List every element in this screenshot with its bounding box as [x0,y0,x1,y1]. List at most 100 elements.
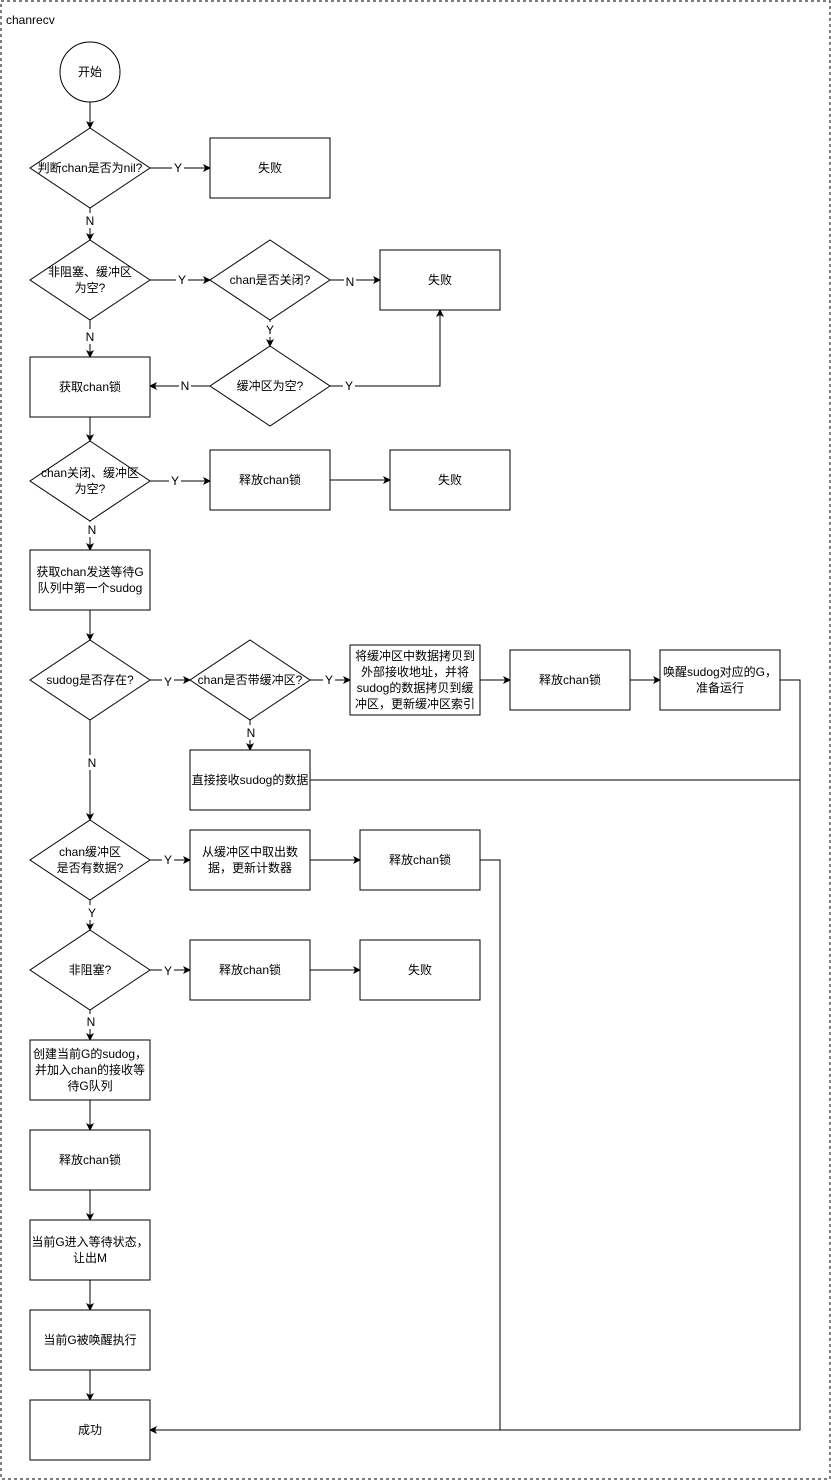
node-start: 开始 [59,41,121,103]
node-d-closed: chan是否关闭? [209,239,331,321]
edge-label-y: Y [325,673,333,687]
edge-label-n: N [346,275,355,289]
node-d-closed-empty: chan关闭、缓冲区为空? [29,440,151,522]
node-shape [29,1129,151,1191]
edge-label-n: N [181,379,190,393]
node-shape [189,939,311,1001]
edge-label-n: N [86,330,95,344]
node-shape [29,929,151,1011]
node-label: 非阻塞? [69,962,112,977]
node-d-nonblock: 非阻塞? [29,929,151,1011]
edge-label-bg [264,322,276,337]
edge-buf-empty-yes [330,309,444,387]
node-woken: 当前G被唤醒执行 [29,1309,151,1371]
edge-label-bg [162,674,174,689]
node-label: chan是否关闭? [230,273,311,287]
node-shape [29,127,151,209]
node-shape [359,939,481,1001]
edge-label-y: Y [171,474,179,488]
edge-label-bg [323,672,335,687]
node-shape [29,356,151,418]
node-label: 获取chan锁 [59,379,121,394]
edge-label-n: N [247,726,256,740]
node-wake-sudog: 唤醒sudog对应的G，准备运行 [659,649,781,711]
node-shape [29,1219,151,1281]
node-label: 直接接收sudog的数据 [192,772,309,787]
node-d-sudog-exists: sudog是否存在? [29,639,151,721]
node-unlock-1: 释放chan锁 [209,449,331,511]
node-label: 当前G被唤醒执行 [43,1332,136,1347]
node-unlock-5: 释放chan锁 [29,1129,151,1191]
edge-label-y: Y [164,964,172,978]
node-label: 缓冲区为空? [237,378,304,393]
edge-label-n: N [87,1015,96,1029]
node-shape [389,449,511,511]
edge-label-bg [86,522,98,537]
node-d-buf-empty: 缓冲区为空? [209,345,331,427]
node-fail-3: 失败 [389,449,511,511]
node-shape [29,639,151,721]
edge-label-bg [344,274,356,289]
edge-label-bg [343,378,355,393]
nodes-layer: 开始判断chan是否为nil?失败非阻塞、缓冲区为空?chan是否关闭?失败缓冲… [29,41,781,1461]
node-shape [379,249,501,311]
node-label: chan关闭、缓冲区为空? [41,465,139,496]
node-shape [659,649,781,711]
edge-label-bg [179,378,191,393]
node-label: 唤醒sudog对应的G，准备运行 [663,664,777,695]
node-label: 开始 [78,65,102,79]
node-fail-1: 失败 [209,137,331,199]
node-fail-2: 失败 [379,249,501,311]
node-label: chan是否带缓冲区? [198,672,303,687]
edge-label-bg [172,160,184,175]
frame-title: chanrecv [6,13,55,27]
node-label: 当前G进入等待状态，让出M [31,1234,148,1265]
edge-label-y: Y [88,906,96,920]
node-lock: 获取chan锁 [29,356,151,418]
node-wait: 当前G进入等待状态，让出M [29,1219,151,1281]
node-label: 从缓冲区中取出数据，更新计数器 [202,844,298,875]
node-create-sudog: 创建当前G的sudog，并加入chan的接收等待G队列 [29,1039,151,1101]
node-shape [209,239,331,321]
node-shape [29,549,151,611]
node-label: 非阻塞、缓冲区为空? [48,264,132,295]
edge-label-bg [84,213,96,228]
edge-label-bg [84,329,96,344]
node-label: 释放chan锁 [539,672,601,687]
edge-label-bg [176,272,188,287]
node-label: 失败 [408,962,432,977]
edge-label-bg [85,1014,97,1029]
node-shape [189,639,311,721]
edge-label-y: Y [164,675,172,689]
node-shape [29,239,151,321]
node-success: 成功 [29,1399,151,1461]
edge-label-n: N [86,214,95,228]
node-label: 失败 [258,160,282,175]
edge-unlock3-to-success [480,859,501,1430]
node-shape [29,1039,151,1101]
edge-label-y: Y [164,853,172,867]
edge-label-bg [86,755,98,770]
node-label: 释放chan锁 [219,962,281,977]
node-shape [359,829,481,891]
node-unlock-3: 释放chan锁 [359,829,481,891]
edge-label-bg [162,963,174,978]
edge-label-bg [169,473,181,488]
node-recv-direct: 直接接收sudog的数据 [189,749,311,811]
node-d-buf-has-data: chan缓冲区是否有数据? [29,819,151,901]
node-fail-4: 失败 [359,939,481,1001]
node-d-has-buffer: chan是否带缓冲区? [189,639,311,721]
node-shape [349,644,481,716]
node-label: 释放chan锁 [59,1152,121,1167]
edge-label-bg [86,905,98,920]
node-unlock-2: 释放chan锁 [509,649,631,711]
node-label: 释放chan锁 [389,852,451,867]
node-shape [209,449,331,511]
edge-wake-to-success [149,679,801,1434]
